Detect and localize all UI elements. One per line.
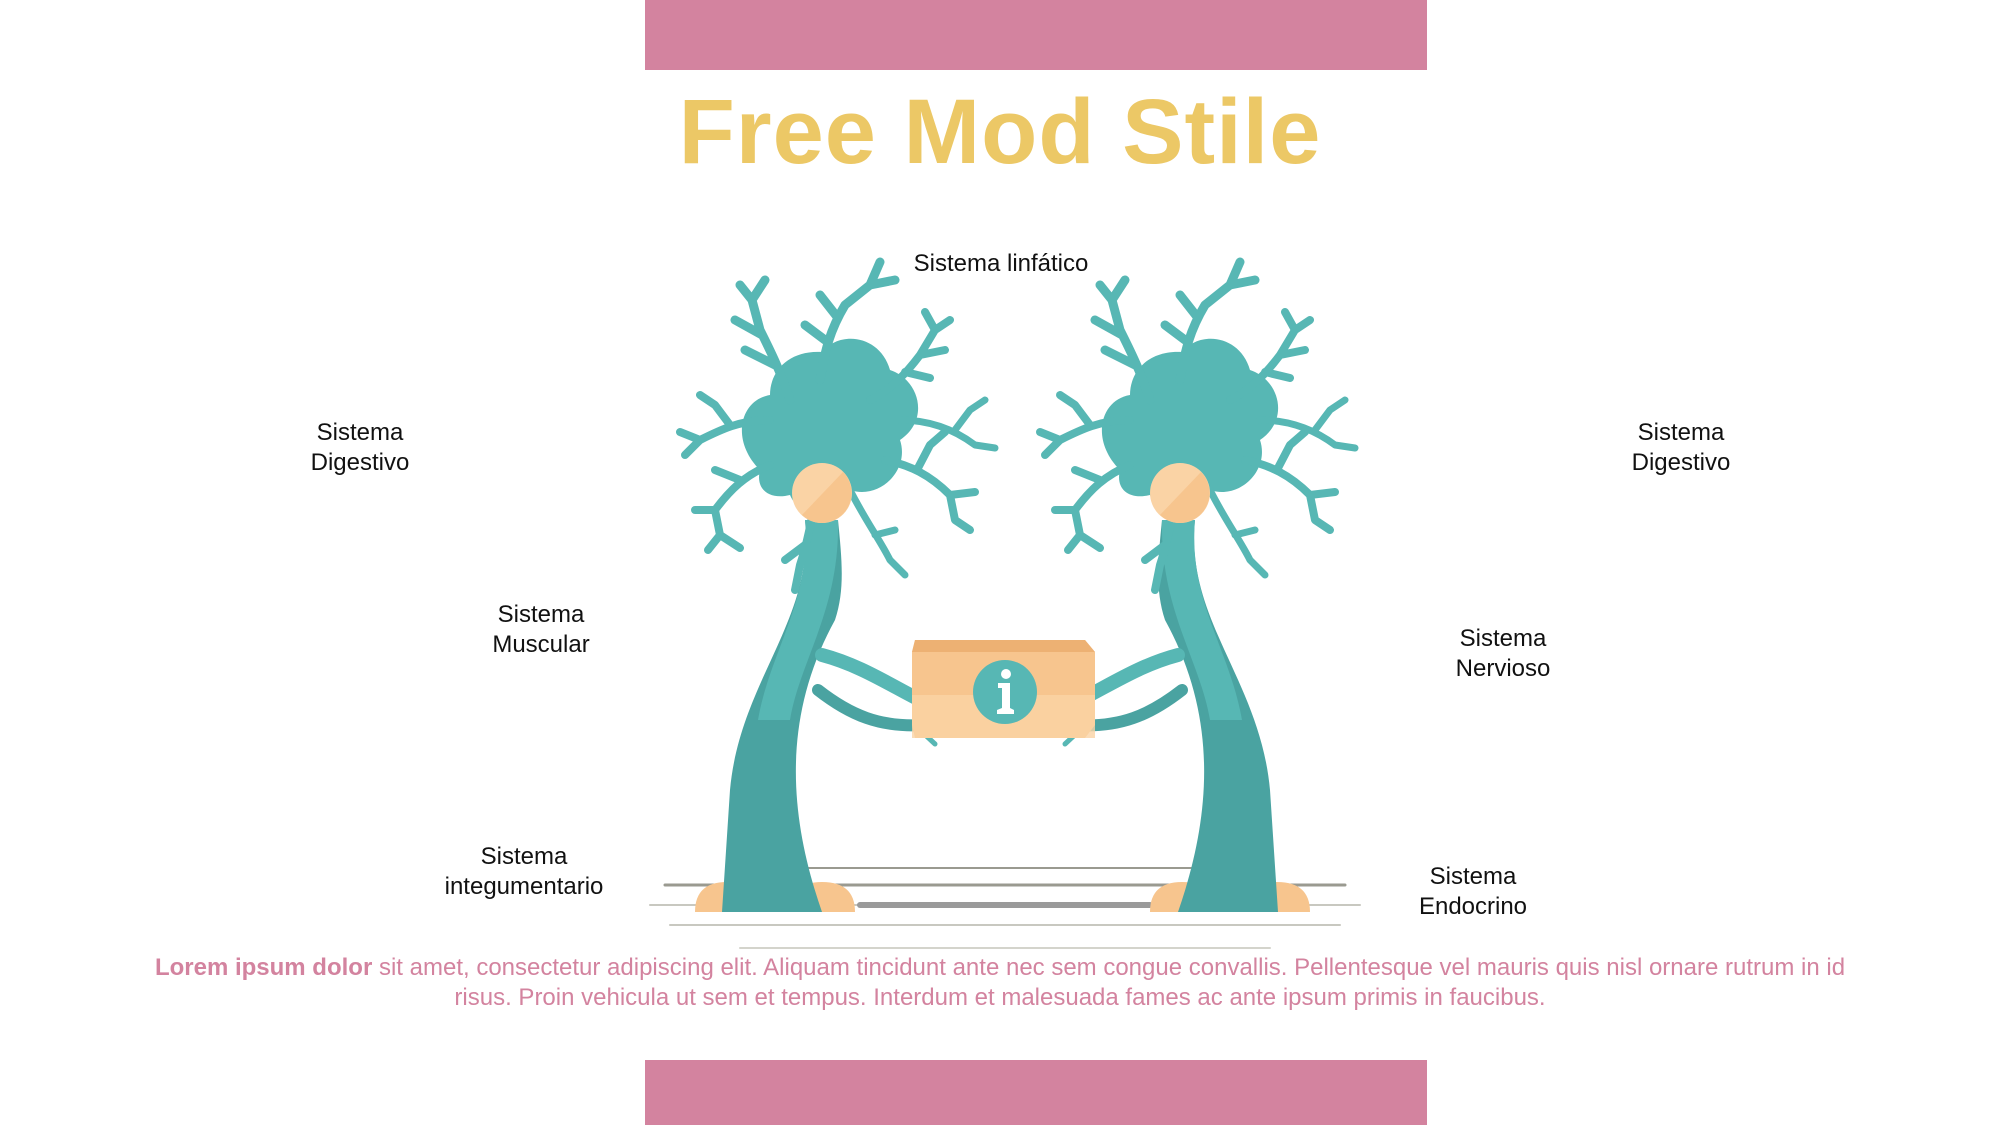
- description-body: sit amet, consectetur adipiscing elit. A…: [372, 954, 1846, 1011]
- page-title: Free Mod Stile: [678, 81, 1322, 183]
- top-banner-bar: [645, 0, 1427, 70]
- info-box: [912, 640, 1095, 738]
- label-sistema-linfatico: Sistema linfático: [913, 250, 1089, 277]
- bottom-banner-bar: [645, 1060, 1427, 1125]
- left-neuron-arm: [815, 648, 927, 707]
- right-neuron: [1036, 257, 1359, 912]
- left-neuron-dendrites: [676, 257, 999, 594]
- description-bold: Lorem ipsum dolor: [154, 954, 373, 981]
- label-sistema-endocrino: Sistema Endocrino: [1418, 863, 1528, 920]
- label-sistema-muscular: Sistema Muscular: [492, 601, 590, 658]
- label-sistema-digestivo-left: Sistema Digestivo: [310, 419, 410, 476]
- label-sistema-integumentario: Sistema integumentario: [444, 843, 604, 900]
- label-sistema-nervioso: Sistema Nervioso: [1455, 625, 1551, 682]
- right-neuron-dendrites: [1036, 257, 1359, 594]
- description-text: Lorem ipsum dolor sit amet, consectetur …: [150, 953, 1850, 1013]
- label-sistema-digestivo-right: Sistema Digestivo: [1631, 419, 1731, 476]
- left-neuron: [676, 257, 999, 912]
- left-neuron-arm: [812, 684, 931, 732]
